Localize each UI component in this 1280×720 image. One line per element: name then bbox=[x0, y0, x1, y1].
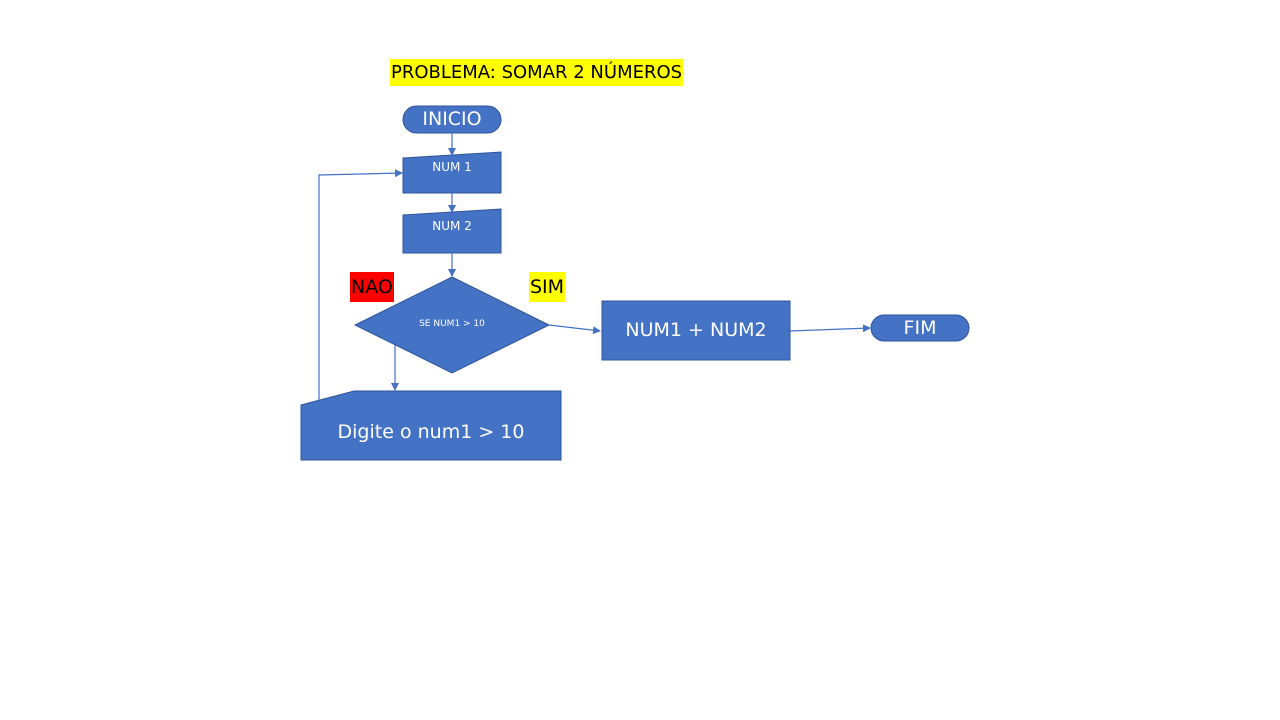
branch-label-no: NAO bbox=[350, 272, 394, 302]
input-num2-label: NUM 2 bbox=[432, 219, 472, 233]
connector-retry-loop-to-num1 bbox=[318, 169, 403, 400]
input-retry-shape bbox=[300, 390, 562, 461]
input-num2-shape bbox=[402, 208, 502, 254]
input-retry-label: Digite o num1 > 10 bbox=[337, 421, 525, 443]
input-num1-shape bbox=[402, 151, 502, 194]
decision-label: SE NUM1 > 10 bbox=[419, 319, 485, 329]
end-terminator bbox=[870, 314, 970, 342]
start-label: INICIO bbox=[422, 108, 482, 130]
end-label: FIM bbox=[903, 317, 937, 339]
connector-decision-to-sum bbox=[548, 324, 601, 335]
decision-diamond bbox=[353, 276, 551, 374]
branch-label-yes: SIM bbox=[529, 272, 566, 302]
input-num1-label: NUM 1 bbox=[432, 160, 472, 174]
process-sum-shape bbox=[601, 300, 791, 361]
process-sum-label: NUM1 + NUM2 bbox=[625, 319, 767, 341]
connector-sum-to-end bbox=[789, 324, 871, 333]
diagram-title: PROBLEMA: SOMAR 2 NÚMEROS bbox=[390, 59, 684, 86]
